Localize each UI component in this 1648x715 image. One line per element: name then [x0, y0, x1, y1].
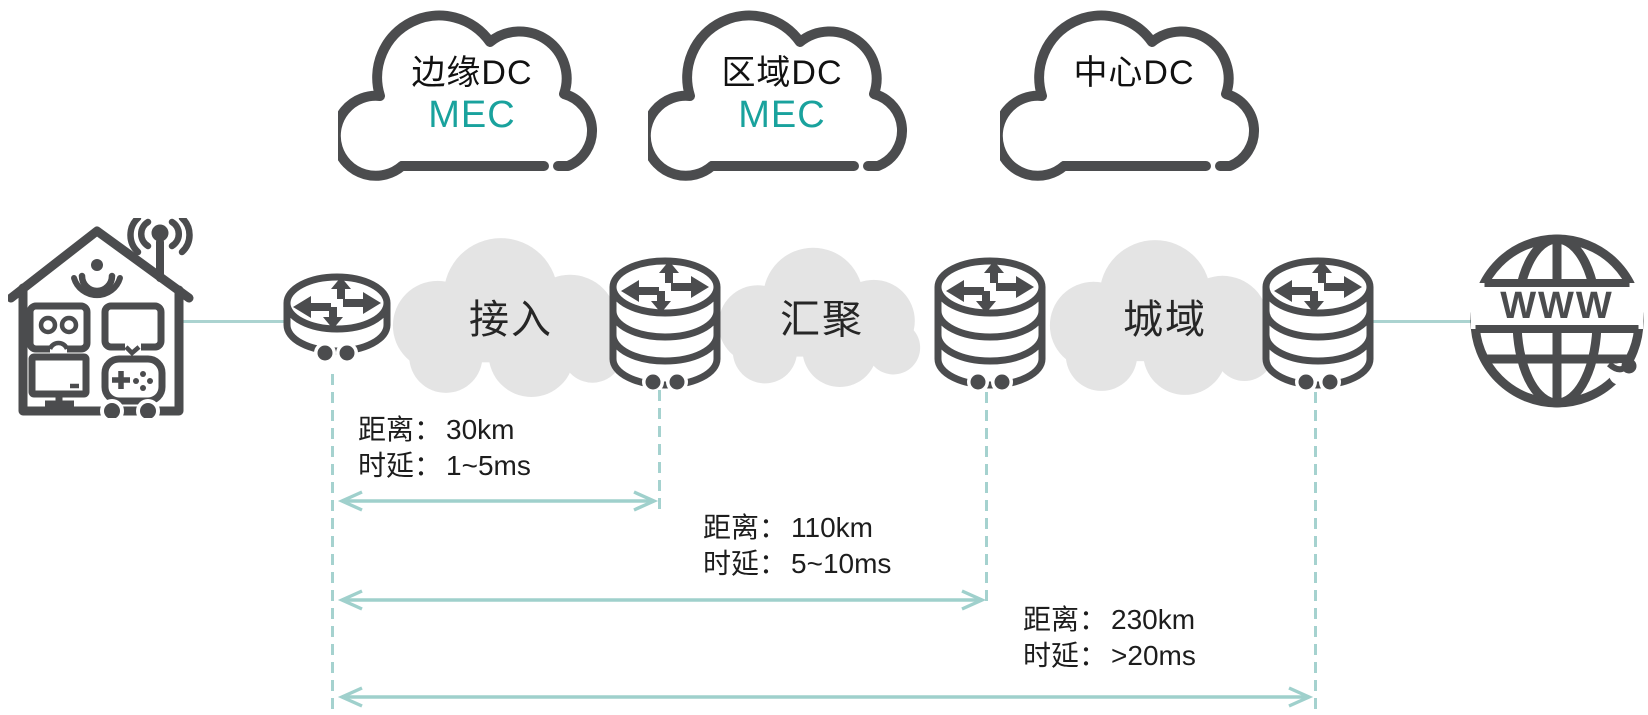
router-stack-icon — [609, 257, 721, 392]
fluffy-cloud-shape — [1049, 240, 1275, 395]
metric-access-distance: 距离：30km — [358, 412, 531, 448]
latency-value: 5~10ms — [791, 548, 892, 579]
distance-arrow-metro — [337, 686, 1314, 708]
edge-dc-mec-label: MEC — [428, 94, 516, 136]
globe-cable-dot — [1621, 358, 1637, 374]
distance-arrow-access — [337, 490, 659, 512]
smart-home-icon — [8, 218, 194, 418]
metric-aggregation: 距离：110km 时延：5~10ms — [703, 510, 891, 582]
segment-access: 接入 — [378, 232, 644, 400]
gamepad-icon — [101, 355, 166, 405]
antenna-waves — [127, 218, 193, 256]
latency-label: 时延： — [358, 450, 443, 481]
edge-dc-title: 边缘DC — [411, 54, 533, 92]
guide-line-router4 — [1314, 392, 1317, 712]
route-arrows-glyph — [293, 277, 381, 329]
route-arrows-glyph — [946, 261, 1034, 313]
central-dc-cloud: 中心DC — [992, 0, 1268, 182]
distance-label: 距离： — [703, 512, 788, 543]
distance-label: 距离： — [1023, 604, 1108, 635]
route-arrows-glyph — [1274, 261, 1362, 313]
segment-aggregation: 汇聚 — [706, 232, 938, 400]
www-label: WWW — [1500, 285, 1614, 327]
segment-metro-label: 城域 — [1123, 298, 1207, 342]
distance-arrow-aggregation — [337, 589, 987, 611]
latency-label: 时延： — [703, 548, 788, 579]
tv-box-icon — [101, 302, 165, 357]
guide-line-router2 — [658, 390, 661, 512]
route-arrows-glyph — [621, 261, 709, 313]
wifi-icon — [91, 259, 103, 271]
router-stack-icon — [1262, 257, 1374, 392]
regional-dc-cloud: 区域DC MEC — [640, 0, 916, 182]
antenna-ball — [151, 224, 169, 242]
www-globe-icon: WWW — [1470, 234, 1644, 408]
segment-aggregation-label: 汇聚 — [780, 298, 864, 342]
latency-value: 1~5ms — [446, 450, 531, 481]
metric-access-latency: 时延：1~5ms — [358, 448, 531, 484]
distance-value: 30km — [446, 414, 515, 445]
metric-metro-distance: 距离：230km — [1023, 602, 1196, 638]
link-home-to-router — [179, 320, 289, 323]
segment-access-label: 接入 — [469, 298, 553, 342]
guide-line-router1 — [331, 374, 334, 715]
distance-label: 距离： — [358, 414, 443, 445]
router-stack-icon — [934, 257, 1046, 392]
edge-dc-cloud: 边缘DC MEC — [330, 0, 606, 182]
regional-dc-title: 区域DC — [721, 54, 843, 92]
regional-dc-mec-label: MEC — [738, 94, 826, 136]
monitor-icon — [28, 353, 90, 408]
router-icon — [283, 273, 391, 364]
vr-headset-icon — [26, 302, 91, 353]
metric-aggregation-latency: 时延：5~10ms — [703, 546, 891, 582]
metric-aggregation-distance: 距离：110km — [703, 510, 891, 546]
central-dc-title: 中心DC — [1073, 54, 1195, 92]
link-router-to-internet — [1364, 320, 1472, 323]
fluffy-cloud-shape — [392, 238, 623, 397]
cable-dots — [100, 399, 160, 418]
distance-value: 230km — [1111, 604, 1196, 635]
metric-metro-latency: 时延：>20ms — [1023, 638, 1196, 674]
distance-value: 110km — [791, 512, 873, 543]
latency-value: >20ms — [1111, 640, 1196, 671]
metric-access: 距离：30km 时延：1~5ms — [358, 412, 531, 484]
fluffy-cloud-shape — [718, 247, 921, 387]
segment-metro: 城域 — [1036, 232, 1294, 400]
guide-line-router3 — [985, 392, 988, 606]
latency-label: 时延： — [1023, 640, 1108, 671]
metric-metro: 距离：230km 时延：>20ms — [1023, 602, 1196, 674]
